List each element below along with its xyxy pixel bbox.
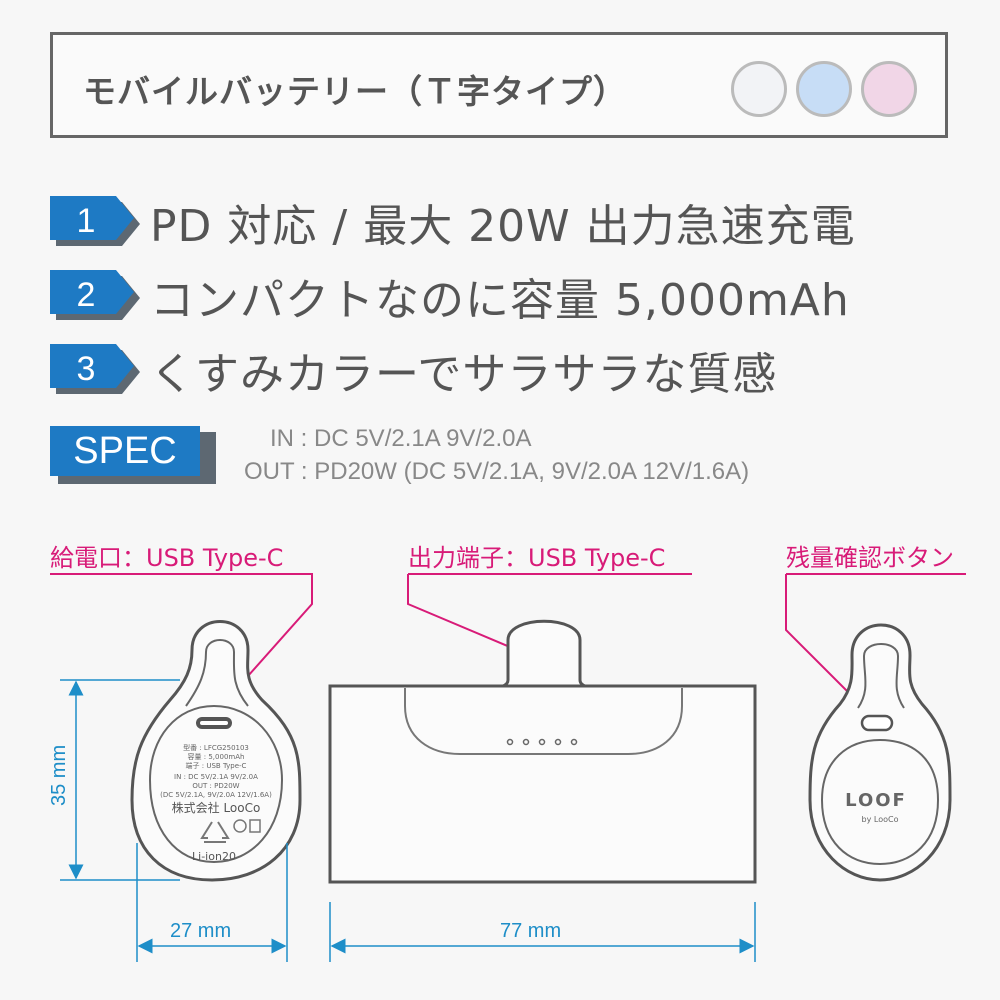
feature-text: PD 対応 / 最大 20W 出力急速充電 bbox=[150, 201, 856, 252]
number-badge-3: 3 bbox=[50, 344, 140, 394]
brand-logo: LOOF bbox=[845, 790, 907, 811]
spec-in: IN : DC 5V/2.1A 9V/2.0A bbox=[270, 425, 532, 452]
battery-side-view: LOOF by LooCo bbox=[808, 623, 952, 882]
spec-out: OUT : PD20W (DC 5V/2.1A, 9V/2.0A 12V/1.6… bbox=[244, 458, 750, 485]
spec-badge bbox=[50, 426, 200, 476]
color-swatch-blue[interactable] bbox=[796, 61, 852, 117]
title-box: モバイルバッテリー（Ｔ字タイプ） bbox=[50, 32, 948, 138]
color-swatch-white[interactable] bbox=[731, 61, 787, 117]
feature-number: 2 bbox=[77, 276, 96, 314]
callout-leaders bbox=[50, 573, 966, 717]
callout-output-port: 出力端子：USB Type-C bbox=[408, 544, 666, 572]
feature-text: コンパクトなのに容量 5,000mAh bbox=[150, 275, 850, 326]
pse-mark-icon bbox=[233, 819, 261, 833]
feature-text: くすみカラーでサラサラな質感 bbox=[150, 349, 778, 400]
page-title: モバイルバッテリー（Ｔ字タイプ） bbox=[83, 72, 627, 111]
svg-text:端子 : USB Type-C: 端子 : USB Type-C bbox=[186, 761, 247, 770]
number-badge-1: 1 bbox=[50, 196, 140, 246]
svg-text:株式会社 LooCo: 株式会社 LooCo bbox=[172, 800, 261, 815]
svg-text:容量 : 5,000mAh: 容量 : 5,000mAh bbox=[188, 752, 245, 761]
dimension-height: 35 mm bbox=[48, 744, 70, 806]
usb-c-output-plug bbox=[491, 619, 597, 690]
leader-input bbox=[50, 573, 313, 697]
battery-check-button bbox=[860, 714, 894, 732]
svg-text:OUT : PD20W: OUT : PD20W bbox=[192, 782, 239, 790]
dimension-lines bbox=[60, 679, 756, 962]
leader-button bbox=[785, 574, 873, 717]
battery-back-view: 型番 : LFCG250103 容量 : 5,000mAh 端子 : USB T… bbox=[130, 620, 302, 882]
battery-front-view bbox=[328, 619, 757, 884]
svg-text:by LooCo: by LooCo bbox=[862, 815, 899, 824]
dimension-width: 27 mm bbox=[170, 920, 232, 942]
dimension-length: 77 mm bbox=[500, 920, 562, 942]
callout-input-port: 給電口：USB Type-C bbox=[50, 544, 284, 572]
color-swatch-pink[interactable] bbox=[861, 61, 917, 117]
svg-text:Li-ion20: Li-ion20 bbox=[192, 850, 236, 863]
recycle-icon bbox=[200, 821, 230, 843]
spec-label: SPEC bbox=[73, 430, 177, 472]
feature-number: 3 bbox=[77, 350, 96, 388]
leader-output bbox=[407, 574, 540, 661]
svg-text:IN : DC 5V/2.1A 9V/2.0A: IN : DC 5V/2.1A 9V/2.0A bbox=[174, 773, 258, 781]
number-badge-2: 2 bbox=[50, 270, 140, 320]
feature-number: 1 bbox=[77, 202, 96, 240]
callout-battery-button: 残量確認ボタン bbox=[786, 544, 954, 572]
battery-indicator-leds bbox=[506, 738, 578, 746]
svg-text:(DC 5V/2.1A, 9V/2.0A 12V/1.6A: (DC 5V/2.1A, 9V/2.0A 12V/1.6A) bbox=[160, 791, 272, 799]
svg-text:型番 : LFCG250103: 型番 : LFCG250103 bbox=[183, 743, 249, 752]
